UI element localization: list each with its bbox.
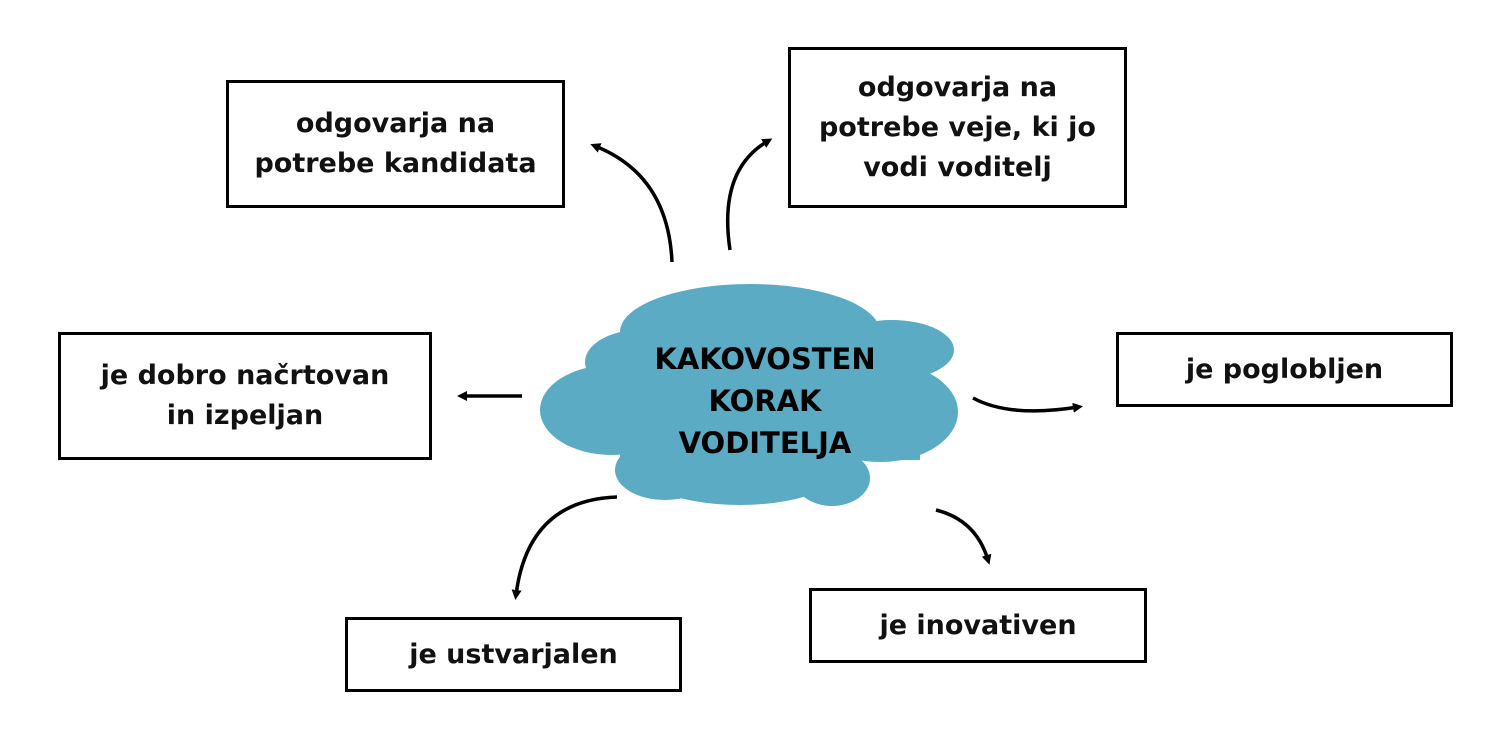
arrow-to-ustvarjalen [511,495,618,600]
arrow-to-inovativen [935,508,992,565]
node-line: odgovarja na [857,71,1058,103]
node-potrebe-kandidata: odgovarja na potrebe kandidata [226,80,565,208]
node-line: je dobro načrtovan [100,360,390,391]
center-line: VODITELJA [678,426,852,460]
node-line: je inovativen [879,609,1077,641]
center-line: KORAK [708,384,822,418]
arrow-to-kandidata [590,143,674,263]
central-cloud [540,284,958,506]
node-line: odgovarja na [295,108,496,139]
node-line: je poglobljen [1185,353,1384,385]
center-line: KAKOVOSTEN [654,342,876,376]
arrow-to-veje [725,138,773,251]
node-dobro-nacrtovan: je dobro načrtovan in izpeljan [58,332,432,460]
node-line: je ustvarjalen [409,638,618,670]
node-ustvarjalen: je ustvarjalen [345,617,682,692]
node-poglobljen: je poglobljen [1116,332,1453,407]
node-line: potrebe kandidata [254,148,537,179]
central-concept-label: KAKOVOSTEN KORAK VODITELJA [600,338,930,464]
node-line: in izpeljan [166,400,324,431]
node-potrebe-veje: odgovarja na potrebe veje, ki jo vodi vo… [788,47,1127,208]
node-line: potrebe veje, ki jo [818,111,1096,143]
node-inovativen: je inovativen [809,588,1147,663]
arrow-to-poglobljen [972,396,1083,413]
node-line: vodi voditelj [863,151,1052,183]
